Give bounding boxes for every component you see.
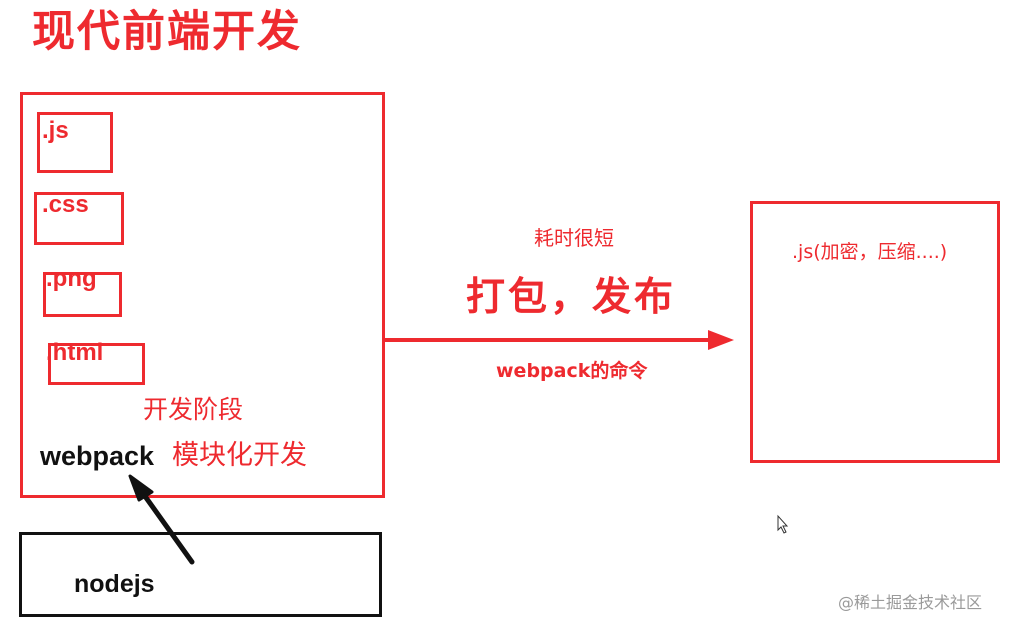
png-file-label: .png (46, 265, 97, 292)
page-title: 现代前端开发 (32, 7, 302, 57)
watermark: @稀土掘金技术社区 (838, 593, 983, 612)
modular-dev-label: 模块化开发 (172, 440, 307, 471)
nodejs-box (19, 532, 382, 617)
webpack-label: webpack (40, 441, 155, 471)
nodejs-label: nodejs (74, 570, 155, 598)
package-publish-label: 打包，发布 (466, 275, 677, 320)
png-file-box (43, 272, 122, 317)
js-file-label: .js (42, 117, 69, 144)
output-js-label: .js(加密，压缩....) (792, 241, 948, 263)
webpack-command-label: webpack的命令 (496, 360, 648, 382)
mouse-cursor-icon (777, 514, 789, 534)
time-short-label: 耗时很短 (534, 226, 614, 250)
publish-arrow (385, 330, 734, 350)
html-file-box (48, 343, 145, 385)
html-file-label: .html (46, 339, 104, 366)
output-box (750, 201, 1000, 463)
js-file-box (37, 112, 113, 173)
dev-stage-label: 开发阶段 (143, 395, 244, 424)
dev-stage-box (20, 92, 385, 498)
css-file-box (34, 192, 124, 245)
css-file-label: .css (42, 191, 89, 218)
